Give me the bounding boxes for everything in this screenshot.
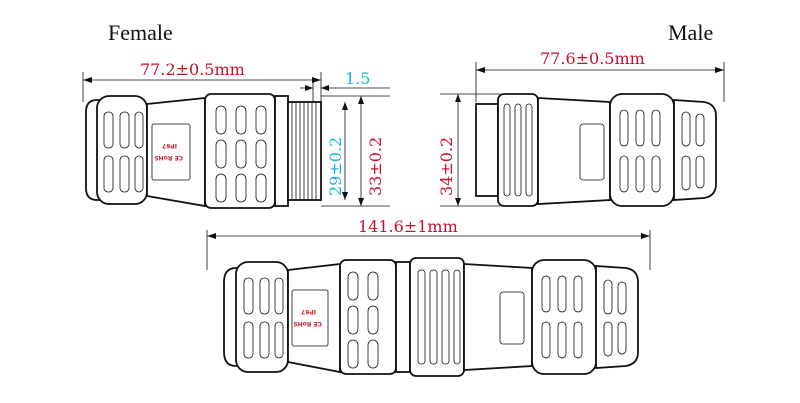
male-length-text: 77.6±0.5mm xyxy=(540,49,645,68)
total-length-text: 141.6±1mm xyxy=(358,217,458,236)
female-diameter-dimension: 29±0.2 33±0.2 xyxy=(321,95,390,207)
svg-text:IP67: IP67 xyxy=(301,308,316,315)
male-connector: 77.6±0.5mm 34±0.2 xyxy=(437,49,725,207)
female-label: Female xyxy=(108,20,173,45)
svg-text:CE RoHS: CE RoHS xyxy=(293,320,322,327)
female-diameter-text: 33±0.2 xyxy=(366,137,385,196)
thread-pitch-dimension: 1.5 xyxy=(300,69,390,102)
female-length-dimension: 77.2±0.5mm xyxy=(82,60,322,102)
assembled-connector: 141.6±1mm CE RoHS IP67 xyxy=(206,217,651,377)
female-connector: 77.2±0.5mm 1.5 CE RoHS IP67 xyxy=(82,60,390,209)
marking-line1: IP67 xyxy=(162,142,177,149)
marking-line2: CE RoHS xyxy=(154,154,183,161)
thread-pitch-text: 1.5 xyxy=(345,69,370,88)
male-diameter-dimension: 34±0.2 xyxy=(437,93,500,207)
male-length-dimension: 77.6±0.5mm xyxy=(475,49,725,102)
total-length-dimension: 141.6±1mm xyxy=(206,217,651,270)
thread-diameter-text: 29±0.2 xyxy=(326,137,345,196)
male-label: Male xyxy=(668,20,713,45)
female-length-text: 77.2±0.5mm xyxy=(140,60,245,79)
male-diameter-text: 34±0.2 xyxy=(437,137,456,196)
